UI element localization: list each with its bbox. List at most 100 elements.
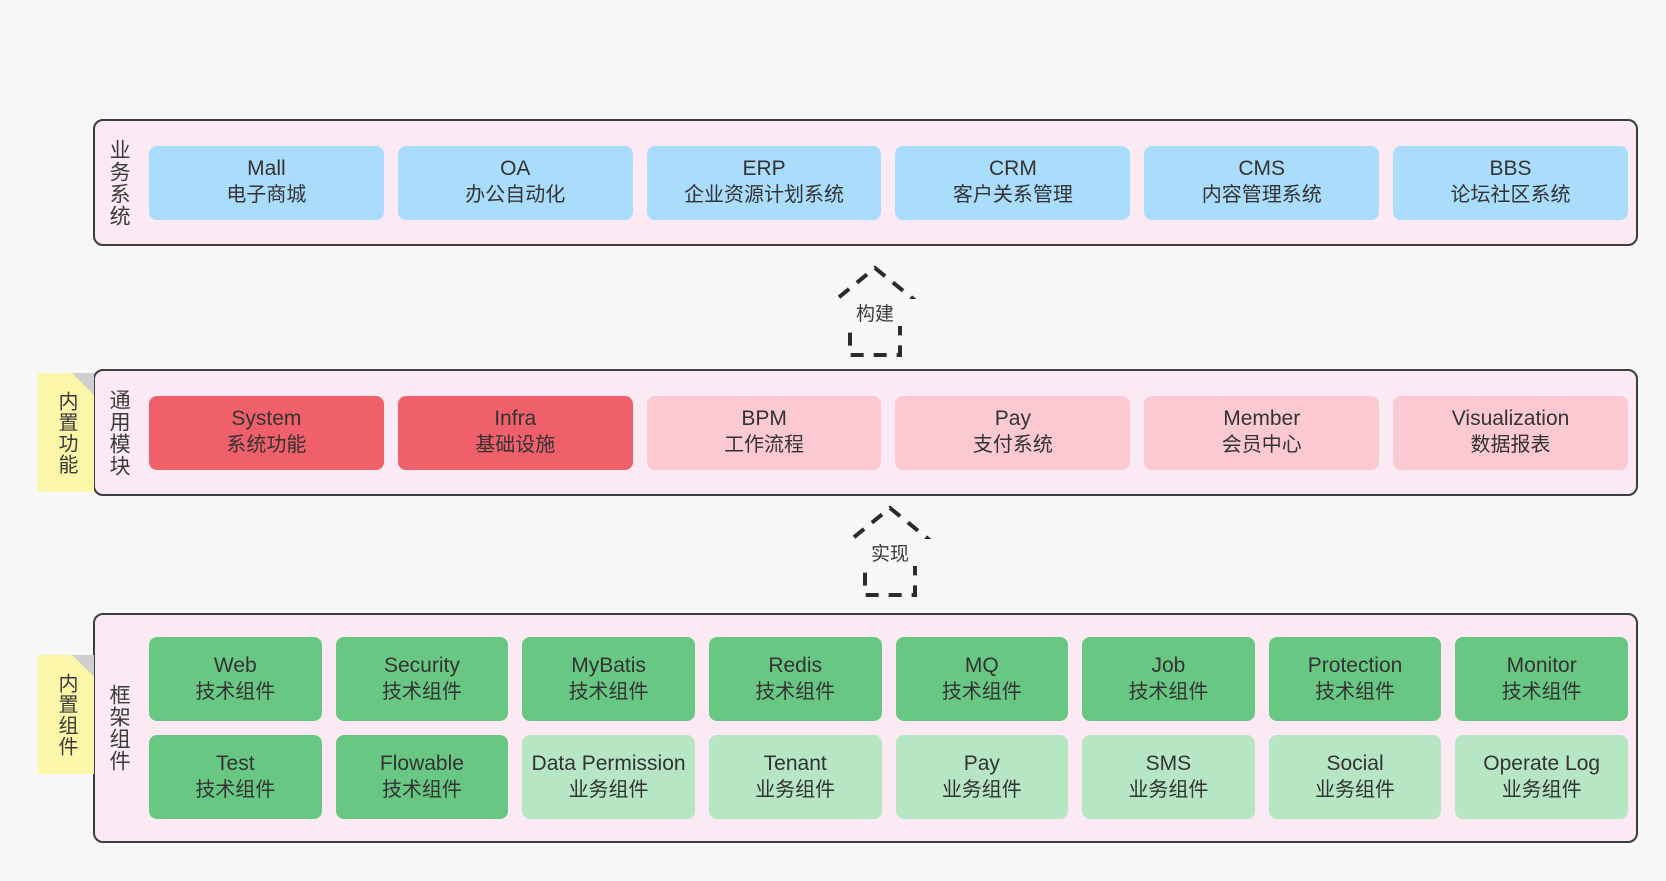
card-subtitle: 业务组件: [941, 778, 1022, 801]
layer-title-modules: 通用模块: [107, 388, 131, 477]
card-subtitle: 客户关系管理: [952, 184, 1073, 207]
arrow-implement: 实现: [815, 503, 965, 599]
sticky-note-builtin-components: 内置组件: [38, 655, 94, 774]
card-subtitle: 技术组件: [1315, 680, 1396, 703]
card-job[interactable]: Job 技术组件: [1082, 637, 1255, 721]
card-subtitle: 论坛社区系统: [1450, 184, 1571, 207]
card-visualization[interactable]: Visualization 数据报表: [1393, 395, 1628, 470]
card-title: System: [231, 407, 302, 431]
card-subtitle: 业务组件: [755, 778, 836, 801]
card-subtitle: 企业资源计划系统: [684, 184, 845, 207]
layer-framework-components: 框架组件 Web 技术组件 Security 技术组件 MyBatis 技术组件…: [93, 613, 1638, 843]
card-title: Tenant: [763, 751, 827, 775]
card-title: Test: [216, 751, 255, 775]
card-title: Redis: [768, 653, 823, 677]
framework-row-business: Test 技术组件 Flowable 技术组件 Data Permission …: [149, 735, 1628, 819]
card-title: Job: [1151, 653, 1186, 677]
card-title: Pay: [963, 751, 1000, 775]
card-subtitle: 基础设施: [475, 434, 556, 457]
card-title: OA: [500, 157, 531, 181]
card-tenant[interactable]: Tenant 业务组件: [708, 735, 882, 819]
card-title: CRM: [988, 157, 1037, 181]
card-bbs[interactable]: BBS 论坛社区系统: [1393, 145, 1628, 220]
card-protection[interactable]: Protection 技术组件: [1268, 637, 1442, 721]
card-test[interactable]: Test 技术组件: [149, 735, 322, 819]
card-flowable[interactable]: Flowable 技术组件: [335, 735, 509, 819]
sticky-note-builtin-features: 内置功能: [38, 373, 94, 492]
card-subtitle: 支付系统: [972, 434, 1053, 457]
card-subtitle: 业务组件: [1501, 778, 1582, 801]
layer-body-framework: Web 技术组件 Security 技术组件 MyBatis 技术组件 Redi…: [141, 615, 1636, 841]
layer-body-modules: System 系统功能 Infra 基础设施 BPM 工作流程 Pay 支付系统…: [141, 371, 1636, 494]
framework-row-tech: Web 技术组件 Security 技术组件 MyBatis 技术组件 Redi…: [149, 637, 1628, 721]
card-subtitle: 业务组件: [1315, 778, 1396, 801]
card-title: Social: [1326, 751, 1384, 775]
card-erp[interactable]: ERP 企业资源计划系统: [646, 145, 882, 220]
card-title: Mall: [247, 157, 286, 181]
card-security[interactable]: Security 技术组件: [335, 637, 509, 721]
card-title: Flowable: [379, 751, 464, 775]
sticky-fold-icon: [72, 373, 94, 395]
card-pay-component[interactable]: Pay 业务组件: [895, 735, 1069, 819]
card-title: Data Permission: [531, 751, 686, 775]
card-subtitle: 技术组件: [195, 680, 276, 703]
card-social[interactable]: Social 业务组件: [1268, 735, 1442, 819]
card-infra[interactable]: Infra 基础设施: [397, 395, 633, 470]
card-title: ERP: [742, 157, 786, 181]
card-title: Visualization: [1451, 407, 1570, 431]
modules-row: System 系统功能 Infra 基础设施 BPM 工作流程 Pay 支付系统…: [149, 395, 1628, 470]
layer-body-business: Mall 电子商城 OA 办公自动化 ERP 企业资源计划系统 CRM 客户关系…: [141, 121, 1636, 244]
layer-title-framework: 框架组件: [107, 684, 131, 772]
card-subtitle: 技术组件: [195, 778, 276, 801]
sticky-fold-icon: [72, 655, 94, 677]
card-operate-log[interactable]: Operate Log 业务组件: [1455, 735, 1628, 819]
card-subtitle: 技术组件: [381, 778, 462, 801]
card-pay-module[interactable]: Pay 支付系统: [895, 395, 1131, 470]
card-subtitle: 数据报表: [1470, 434, 1551, 457]
business-row: Mall 电子商城 OA 办公自动化 ERP 企业资源计划系统 CRM 客户关系…: [149, 145, 1628, 220]
layer-business-systems: 业务系统 Mall 电子商城 OA 办公自动化 ERP 企业资源计划系统 CRM…: [93, 119, 1638, 246]
card-crm[interactable]: CRM 客户关系管理: [895, 145, 1131, 220]
card-web[interactable]: Web 技术组件: [149, 637, 322, 721]
card-title: Member: [1223, 407, 1301, 431]
card-bpm[interactable]: BPM 工作流程: [646, 395, 882, 470]
card-subtitle: 工作流程: [724, 434, 805, 457]
card-title: Security: [384, 653, 460, 677]
card-title: Protection: [1307, 653, 1403, 677]
card-subtitle: 业务组件: [1128, 778, 1209, 801]
card-monitor[interactable]: Monitor 技术组件: [1455, 637, 1628, 721]
card-subtitle: 业务组件: [568, 778, 649, 801]
layer-title-business: 业务系统: [107, 138, 131, 227]
arrow-build: 构建: [800, 263, 950, 359]
arrow-label-build: 构建: [800, 299, 950, 326]
card-member[interactable]: Member 会员中心: [1144, 395, 1380, 470]
card-redis[interactable]: Redis 技术组件: [708, 637, 882, 721]
card-mall[interactable]: Mall 电子商城: [149, 145, 384, 220]
card-title: Infra: [494, 407, 537, 431]
card-subtitle: 会员中心: [1221, 434, 1302, 457]
card-cms[interactable]: CMS 内容管理系统: [1144, 145, 1380, 220]
layer-common-modules: 通用模块 System 系统功能 Infra 基础设施 BPM 工作流程 Pay…: [93, 369, 1638, 496]
card-sms[interactable]: SMS 业务组件: [1082, 735, 1255, 819]
card-title: Monitor: [1506, 653, 1577, 677]
card-data-permission[interactable]: Data Permission 业务组件: [522, 735, 695, 819]
card-subtitle: 技术组件: [755, 680, 836, 703]
dashed-hollow-arrow-icon: [811, 265, 939, 357]
card-title: MQ: [964, 653, 999, 677]
arrow-label-implement: 实现: [815, 539, 965, 566]
card-title: Web: [213, 653, 257, 677]
card-subtitle: 技术组件: [568, 680, 649, 703]
card-oa[interactable]: OA 办公自动化: [397, 145, 633, 220]
card-title: BPM: [741, 407, 787, 431]
card-mq[interactable]: MQ 技术组件: [895, 637, 1069, 721]
card-subtitle: 技术组件: [1128, 680, 1209, 703]
card-mybatis[interactable]: MyBatis 技术组件: [522, 637, 695, 721]
card-title: MyBatis: [571, 653, 646, 677]
card-subtitle: 电子商城: [226, 184, 307, 207]
card-subtitle: 技术组件: [1501, 680, 1582, 703]
card-title: Pay: [994, 407, 1031, 431]
card-subtitle: 系统功能: [226, 434, 307, 457]
sticky-label: 内置组件: [55, 672, 77, 757]
card-system[interactable]: System 系统功能: [149, 395, 384, 470]
